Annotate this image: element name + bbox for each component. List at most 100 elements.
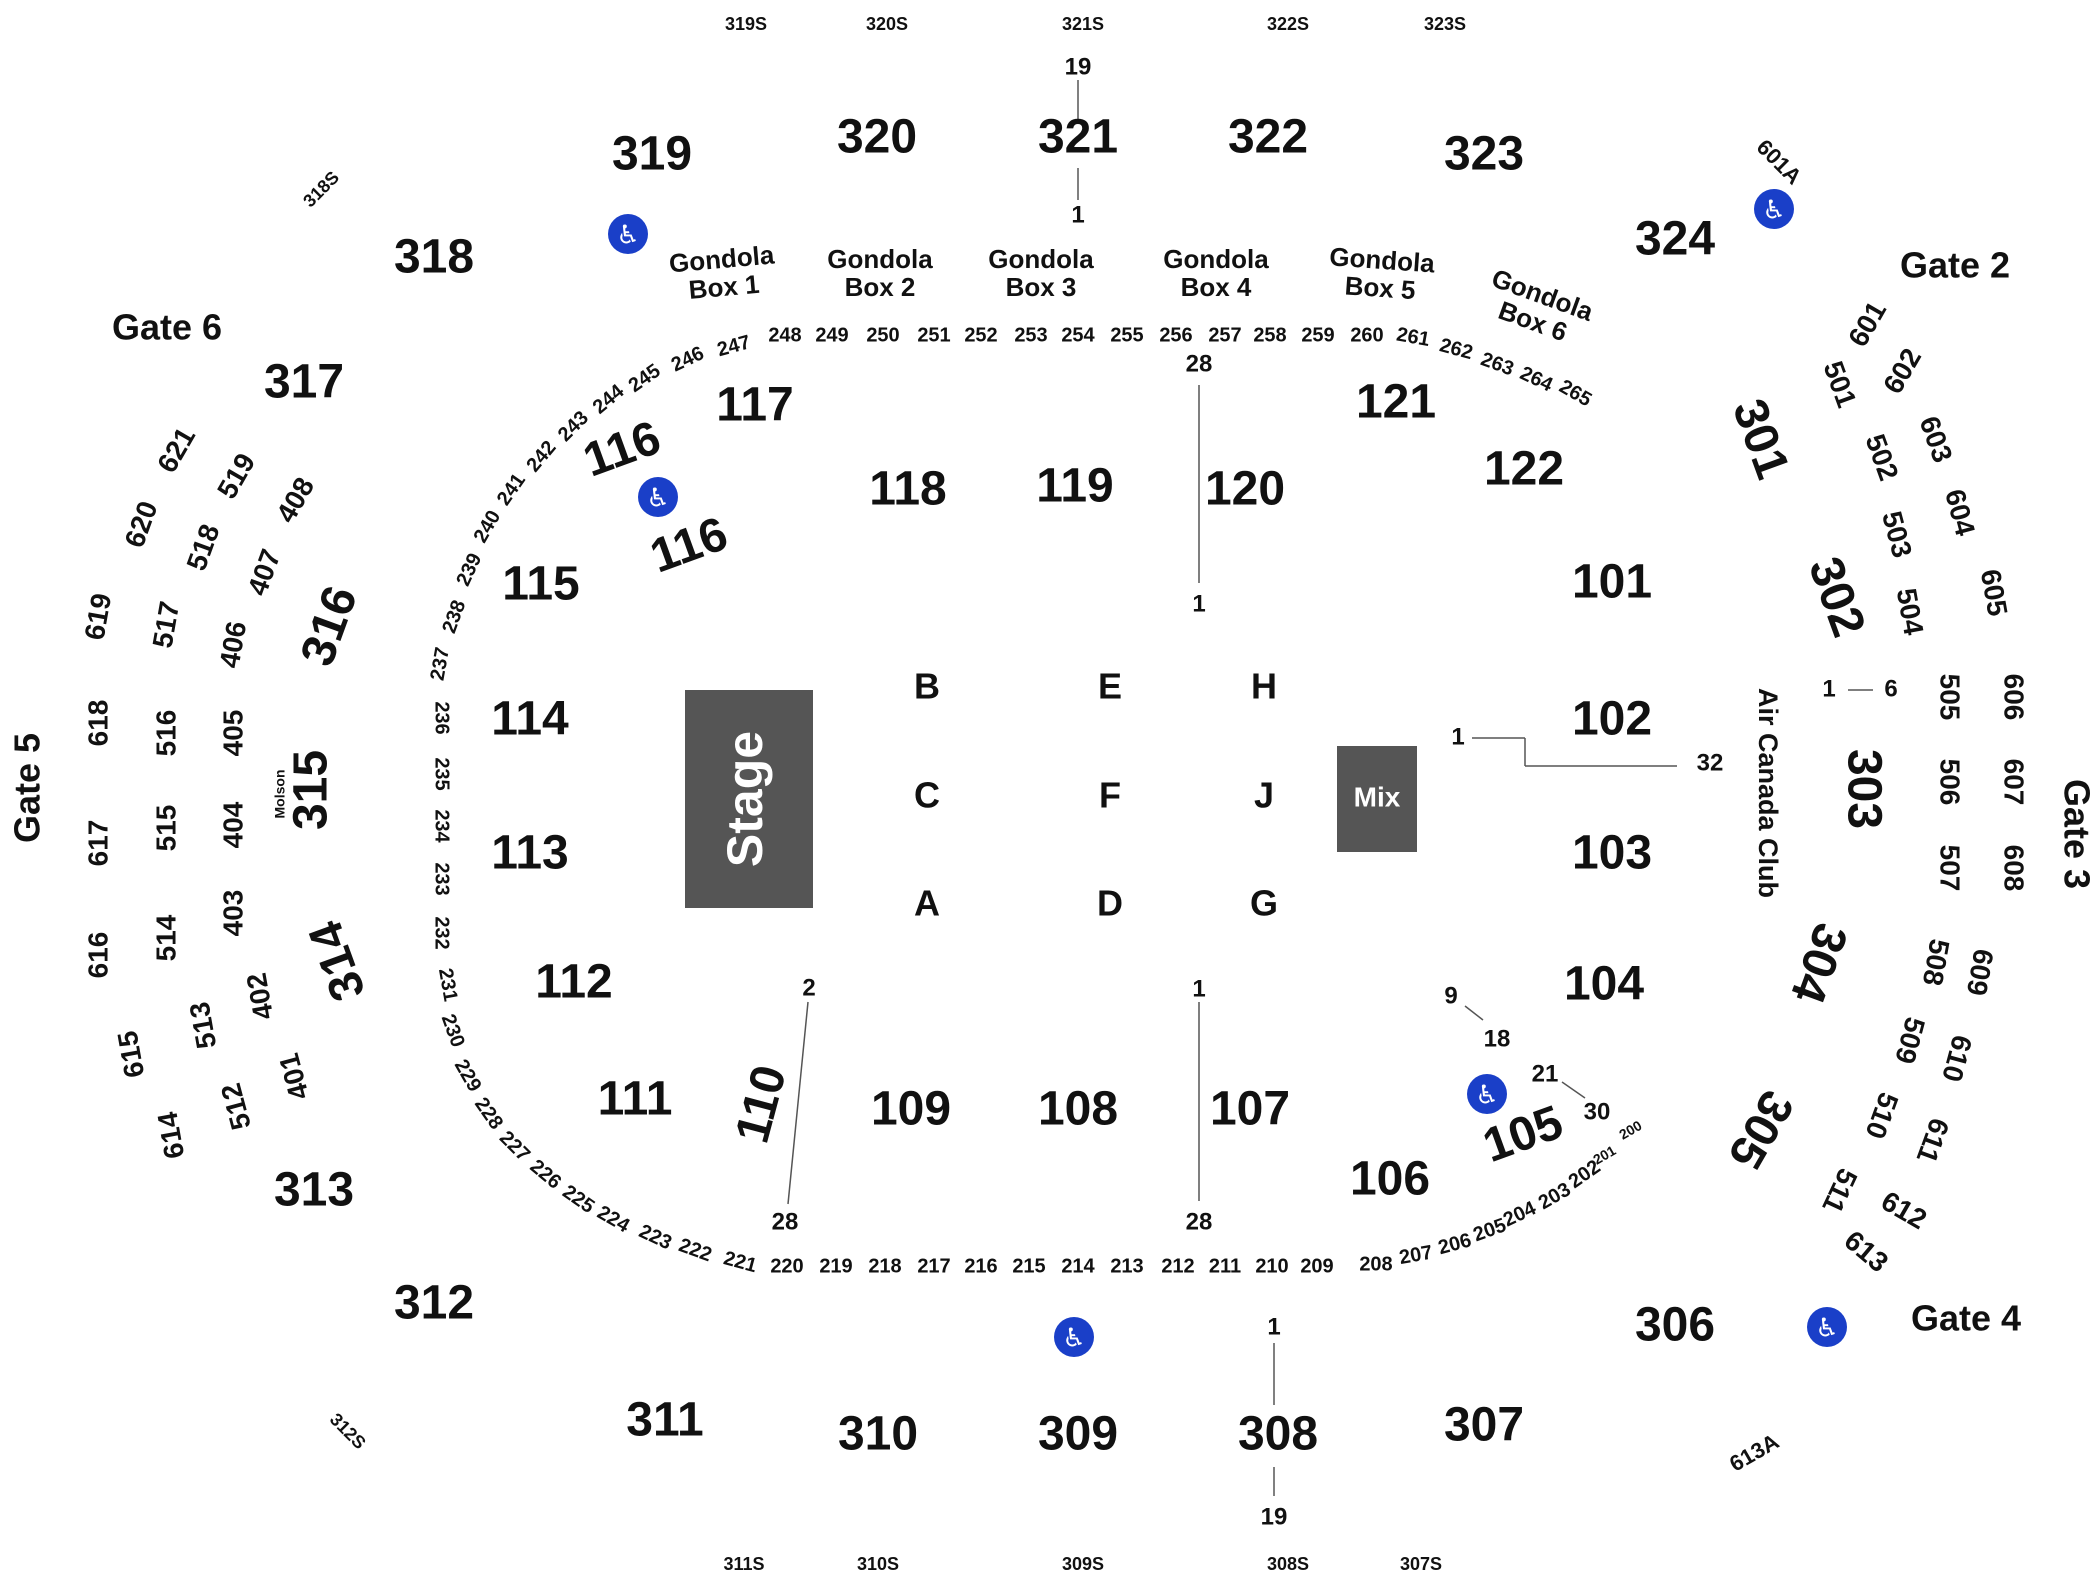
section-514[interactable]: 514: [150, 914, 181, 961]
standing-section-318s[interactable]: 318S: [299, 167, 343, 211]
section-103[interactable]: 103: [1572, 827, 1652, 880]
section-209[interactable]: 209: [1300, 1255, 1333, 1277]
gondola-box[interactable]: Gondola Box 3: [988, 244, 1094, 302]
floor-section[interactable]: D: [1097, 883, 1123, 924]
section-317[interactable]: 317: [264, 356, 344, 409]
section-206[interactable]: 206: [1436, 1229, 1474, 1259]
section-264[interactable]: 264: [1517, 362, 1557, 396]
section-217[interactable]: 217: [917, 1255, 950, 1277]
section-260[interactable]: 260: [1350, 324, 1383, 346]
section-303[interactable]: 303: [1837, 749, 1890, 829]
section-518[interactable]: 518: [180, 520, 225, 575]
section-601a[interactable]: 601A: [1752, 134, 1807, 189]
section-503[interactable]: 503: [1876, 508, 1918, 561]
standing-section-307s[interactable]: 307S: [1400, 1554, 1442, 1574]
section-237[interactable]: 237: [427, 646, 454, 683]
section-104[interactable]: 104: [1564, 958, 1644, 1011]
section-234[interactable]: 234: [431, 809, 453, 843]
section-108[interactable]: 108: [1038, 1083, 1118, 1136]
standing-section-323s[interactable]: 323S: [1424, 14, 1466, 34]
section-230[interactable]: 230: [437, 1011, 469, 1050]
section-110[interactable]: 110: [726, 1060, 797, 1149]
section-324[interactable]: 324: [1635, 213, 1715, 266]
section-607[interactable]: 607: [1999, 759, 2030, 806]
floor-section[interactable]: J: [1254, 775, 1274, 816]
section-601[interactable]: 601: [1842, 296, 1892, 352]
section-256[interactable]: 256: [1159, 324, 1192, 346]
section-311[interactable]: 311: [626, 1394, 703, 1447]
section-236[interactable]: 236: [431, 701, 453, 734]
section-114[interactable]: 114: [491, 693, 569, 746]
section-218[interactable]: 218: [868, 1255, 901, 1277]
standing-section-320s[interactable]: 320S: [866, 14, 908, 34]
section-508[interactable]: 508: [1917, 937, 1956, 988]
section-507[interactable]: 507: [1935, 845, 1966, 892]
section-226[interactable]: 226: [526, 1155, 566, 1193]
floor-section[interactable]: C: [914, 775, 940, 816]
section-318[interactable]: 318: [394, 231, 474, 284]
section-615[interactable]: 615: [112, 1029, 151, 1080]
standing-section-312s[interactable]: 312S: [326, 1409, 370, 1453]
section-106[interactable]: 106: [1350, 1153, 1430, 1206]
section-210[interactable]: 210: [1255, 1255, 1288, 1277]
section-608[interactable]: 608: [1999, 845, 2030, 892]
section-232[interactable]: 232: [431, 916, 453, 949]
mix-booth[interactable]: [1337, 746, 1417, 852]
section-215[interactable]: 215: [1012, 1255, 1045, 1277]
section-510[interactable]: 510: [1859, 1088, 1904, 1143]
section-401[interactable]: 401: [273, 1050, 315, 1103]
section-102[interactable]: 102: [1572, 693, 1652, 746]
section-258[interactable]: 258: [1253, 324, 1286, 346]
section-115[interactable]: 115: [502, 558, 579, 611]
section-250[interactable]: 250: [866, 324, 899, 346]
standing-section-322s[interactable]: 322S: [1267, 14, 1309, 34]
section-255[interactable]: 255: [1110, 324, 1143, 346]
section-310[interactable]: 310: [838, 1408, 918, 1461]
section-119[interactable]: 119: [1036, 460, 1113, 513]
gondola-box[interactable]: Gondola Box 1: [668, 239, 779, 306]
section-112[interactable]: 112: [535, 956, 612, 1009]
section-610[interactable]: 610: [1936, 1032, 1978, 1085]
section-515[interactable]: 515: [150, 805, 181, 852]
section-308[interactable]: 308: [1238, 1408, 1318, 1461]
section-319[interactable]: 319: [612, 128, 692, 181]
section-235[interactable]: 235: [431, 757, 453, 790]
section-254[interactable]: 254: [1061, 324, 1095, 346]
section-233[interactable]: 233: [431, 862, 453, 895]
section-223[interactable]: 223: [636, 1220, 676, 1254]
standing-section-309s[interactable]: 309S: [1062, 1554, 1104, 1574]
section-516[interactable]: 516: [150, 710, 181, 757]
section-225[interactable]: 225: [558, 1181, 598, 1218]
section-406[interactable]: 406: [214, 619, 253, 670]
section-212[interactable]: 212: [1161, 1255, 1194, 1277]
section-253[interactable]: 253: [1014, 324, 1047, 346]
section-239[interactable]: 239: [452, 550, 486, 590]
section-214[interactable]: 214: [1061, 1255, 1095, 1277]
section-307[interactable]: 307: [1444, 1399, 1524, 1452]
section-242[interactable]: 242: [522, 437, 560, 477]
section-603[interactable]: 603: [1913, 412, 1958, 467]
section-402[interactable]: 402: [241, 971, 280, 1022]
section-251[interactable]: 251: [917, 324, 950, 346]
section-621[interactable]: 621: [151, 422, 201, 478]
section-314[interactable]: 314: [299, 914, 376, 1008]
section-609[interactable]: 609: [1961, 947, 2000, 998]
floor-section[interactable]: F: [1099, 775, 1121, 816]
section-122[interactable]: 122: [1484, 443, 1564, 496]
section-249[interactable]: 249: [815, 324, 848, 346]
section-605[interactable]: 605: [1975, 567, 2014, 618]
section-313[interactable]: 313: [274, 1164, 354, 1217]
section-312[interactable]: 312: [394, 1277, 474, 1330]
section-408[interactable]: 408: [270, 472, 320, 528]
section-504[interactable]: 504: [1891, 586, 1930, 638]
section-101[interactable]: 101: [1572, 556, 1652, 609]
section-502[interactable]: 502: [1859, 430, 1904, 485]
floor-section[interactable]: B: [914, 666, 940, 707]
section-118[interactable]: 118: [869, 463, 946, 516]
standing-section-310s[interactable]: 310S: [857, 1554, 899, 1574]
section-323[interactable]: 323: [1444, 128, 1524, 181]
section-265[interactable]: 265: [1555, 376, 1595, 412]
section-111[interactable]: 111: [598, 1073, 673, 1126]
section-511[interactable]: 511: [1816, 1164, 1863, 1218]
section-613[interactable]: 613: [1838, 1224, 1894, 1278]
